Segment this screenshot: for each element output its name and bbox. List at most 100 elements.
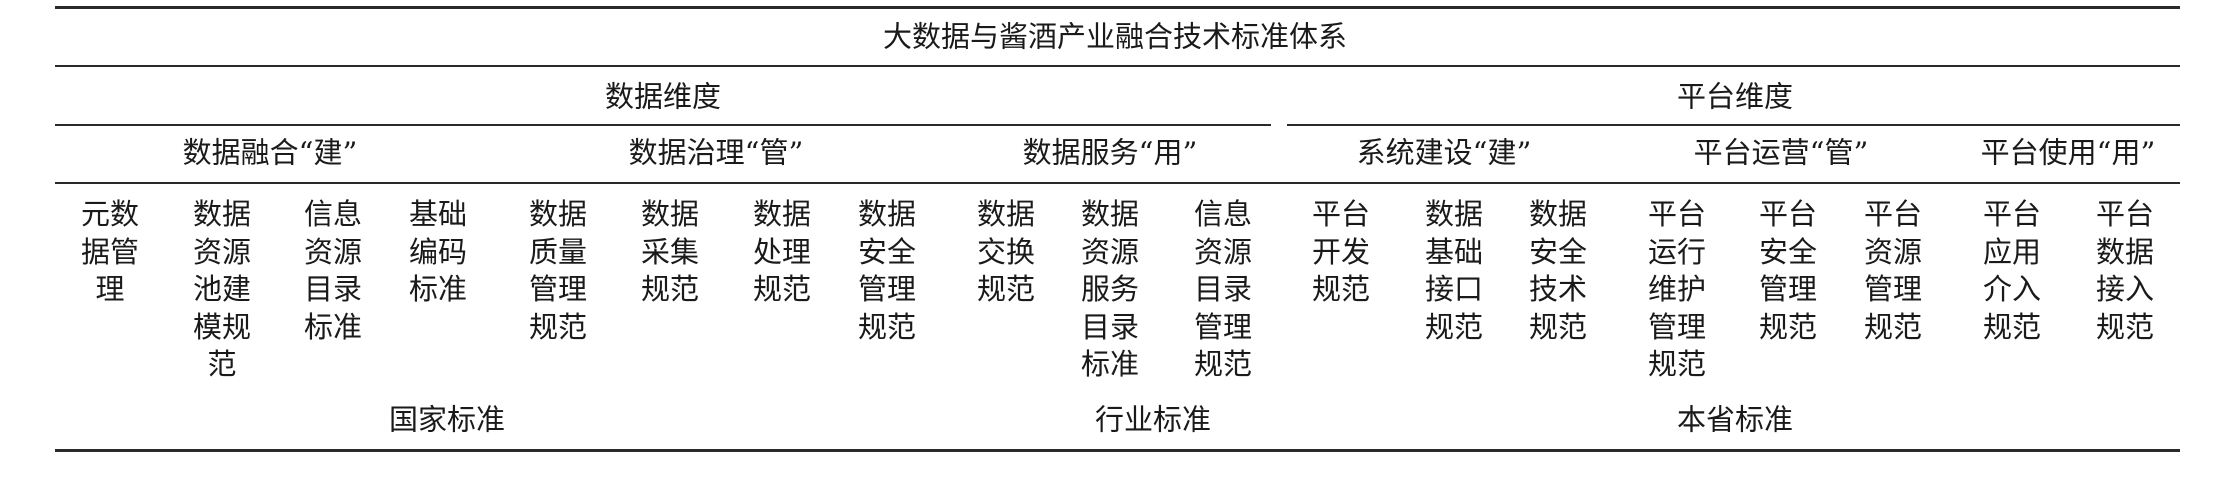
leaf-standard-line: 平台 [1982,197,2042,231]
leaf-standard-line: 信息 [303,197,363,231]
leaf-standard-line: 数据 [1080,197,1140,231]
leaf-standard-line: 目录 [1080,309,1140,344]
leaf-standard-line: 数据 [528,197,588,231]
level-label: 国家标准 [388,402,506,437]
leaf-standard-line: 平台 [1758,197,1818,231]
leaf-standard-line: 安全 [1758,234,1818,269]
leaf-standard: 平台资源管理规范 [1864,196,1922,346]
leaf-standard-line: 规范 [2095,309,2155,344]
leaf-standard-line: 信息 [1193,197,1253,231]
leaf-standard: 平台应用介入规范 [1983,196,2041,346]
leaf-standard-line: 资源 [1863,234,1923,269]
leaf-standard-line: 数据 [976,197,1036,231]
leaf-standard-line: 资源 [1080,234,1140,269]
dimension-platform: 平台维度 [1676,79,1794,114]
leaf-standard-line: 规范 [1528,309,1588,344]
leaf-standard: 元数据管理 [81,196,139,309]
leaf-standard-line: 数据 [640,197,700,231]
leaf-standard-line: 技术 [1528,272,1588,306]
table-title: 大数据与酱酒产业融合技术标准体系 [882,19,1348,54]
leaf-standard-line: 标准 [408,272,468,306]
dimension-divider-right [1287,124,2180,126]
leaf-standard-line: 资源 [303,234,363,269]
leaf-standard-line: 池建 [192,272,252,306]
leaf-standard-line: 介入 [1982,272,2042,306]
leaf-standard-line: 规范 [1193,347,1253,381]
leaf-standard-line: 服务 [1080,272,1140,306]
title-divider [55,65,2180,67]
level-label: 行业标准 [1094,402,1212,437]
dimension-data: 数据维度 [604,79,722,114]
leaf-standard-line: 数据 [752,197,812,231]
leaf-standard-line: 管理 [857,272,917,306]
leaf-standard-line: 质量 [528,234,588,269]
category-header: 数据治理“管” [628,135,804,170]
leaf-standard: 数据采集规范 [641,196,699,309]
leaf-standard-line: 运行 [1647,234,1707,269]
leaf-standard-line: 规范 [1424,309,1484,344]
leaf-standard-line: 管理 [1193,309,1253,344]
category-header: 数据服务“用” [1022,135,1198,170]
leaf-standard-line: 管理 [1863,272,1923,306]
leaf-standard: 数据质量管理规范 [529,196,587,346]
leaf-standard: 平台开发规范 [1312,196,1370,309]
leaf-standard-line: 安全 [1528,234,1588,269]
leaf-standard-line: 管理 [1758,272,1818,306]
leaf-standard-line: 基础 [1424,234,1484,269]
leaf-standard: 数据资源池建模规范 [193,196,251,384]
leaf-standard-line: 目录 [303,272,363,306]
leaf-standard: 信息资源目录标准 [304,196,362,346]
leaf-standard-line: 规范 [528,309,588,344]
leaf-standard: 平台安全管理规范 [1759,196,1817,346]
leaf-standard: 平台运行维护管理规范 [1648,196,1706,384]
leaf-standard-line: 维护 [1647,272,1707,306]
leaf-standard-line: 理 [95,272,125,306]
leaf-standard: 数据资源服务目录标准 [1081,196,1139,384]
bottom-rule [55,449,2180,452]
leaf-standard-line: 处理 [752,234,812,269]
leaf-standard-line: 规范 [976,272,1036,306]
leaf-standard-line: 平台 [2095,197,2155,231]
leaf-standard-line: 规范 [752,272,812,306]
leaf-standard-line: 规范 [1863,309,1923,344]
leaf-standard-line: 平台 [1647,197,1707,231]
leaf-standard: 基础编码标准 [409,196,467,309]
leaf-standard-line: 开发 [1311,234,1371,269]
level-label: 本省标准 [1676,402,1794,437]
leaf-standard: 平台数据接入规范 [2096,196,2154,346]
leaf-standard-line: 数据 [1528,197,1588,231]
leaf-standard-line: 规范 [1758,309,1818,344]
leaf-standard-line: 模规 [192,309,252,344]
leaf-standard: 数据交换规范 [977,196,1035,309]
leaf-standard: 数据基础接口规范 [1425,196,1483,346]
leaf-standard-line: 资源 [192,234,252,269]
leaf-standard-line: 管理 [1647,309,1707,344]
leaf-standard-line: 标准 [303,309,363,344]
leaf-standard-line: 采集 [640,234,700,269]
leaf-standard-line: 应用 [1982,234,2042,269]
leaf-standard-line: 规范 [857,309,917,344]
leaf-standard-line: 安全 [857,234,917,269]
leaf-standard-line: 目录 [1193,272,1253,306]
leaf-standard-line: 数据 [857,197,917,231]
leaf-standard-line: 资源 [1193,234,1253,269]
leaf-standard: 信息资源目录管理规范 [1194,196,1252,384]
category-header: 平台使用“用” [1980,135,2156,170]
leaf-standard-line: 元数 [80,197,140,231]
leaf-standard-line: 基础 [408,197,468,231]
leaf-standard-line: 标准 [1080,347,1140,381]
leaf-standard-line: 编码 [408,234,468,269]
leaf-standard-line: 接入 [2095,272,2155,306]
leaf-standard-line: 平台 [1863,197,1923,231]
leaf-standard: 数据处理规范 [753,196,811,309]
category-header: 系统建设“建” [1356,135,1532,170]
category-header: 数据融合“建” [182,135,358,170]
leaf-standard-line: 规范 [640,272,700,306]
category-header: 平台运营“管” [1693,135,1869,170]
dimension-divider-left [55,124,1271,126]
leaf-standard-line: 接口 [1424,272,1484,306]
leaf-standard-line: 数据 [192,197,252,231]
leaf-standard-line: 交换 [976,234,1036,269]
leaf-standard-line: 管理 [528,272,588,306]
leaf-standard-line: 规范 [1982,309,2042,344]
